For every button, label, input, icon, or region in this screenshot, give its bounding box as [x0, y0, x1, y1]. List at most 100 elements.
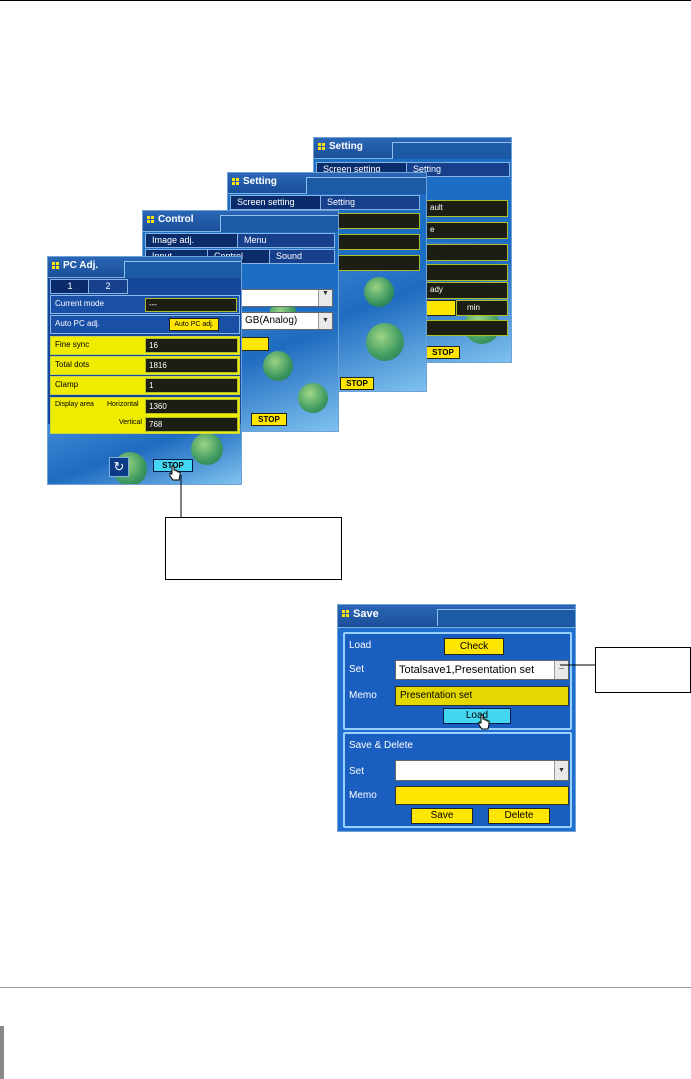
setting-row[interactable]: ault — [426, 200, 508, 217]
current-mode-value: --- — [145, 298, 237, 312]
check-button[interactable]: Check — [444, 638, 504, 655]
setting-row[interactable] — [338, 234, 420, 250]
current-mode-label: Current mode — [55, 299, 104, 308]
save-panel: Save Load Check Set Totalsave1,Presentat… — [337, 604, 576, 832]
tab-menu[interactable]: Menu — [237, 233, 335, 248]
hand-cursor-icon — [478, 714, 490, 730]
dots-icon — [318, 143, 326, 151]
min-label: min — [456, 300, 508, 316]
callout-connector — [180, 475, 182, 520]
hand-cursor-icon — [169, 465, 181, 481]
fine-sync-row: Fine sync 16 — [50, 336, 240, 355]
load-set-value: Totalsave1,Presentation set — [399, 664, 535, 676]
decor-circle — [366, 323, 404, 361]
decor-circle — [364, 277, 394, 307]
source-select[interactable]: GB(Analog) ▼ — [241, 312, 333, 330]
vertical-label: Vertical — [119, 419, 142, 426]
set-label: Set — [349, 664, 365, 675]
tab-screen-setting[interactable]: Screen setting — [230, 195, 322, 210]
load-label: Load — [349, 640, 372, 651]
top-rule — [0, 0, 691, 1]
titlebar-wave — [220, 215, 338, 232]
reset-icon[interactable]: ↻ — [109, 457, 129, 477]
current-mode-row: Current mode --- — [50, 295, 240, 314]
setting-row[interactable] — [426, 244, 508, 261]
panel-title: Save — [353, 608, 379, 620]
memo-label: Memo — [349, 790, 377, 801]
tab-setting[interactable]: Setting — [320, 195, 420, 210]
save-delete-section: Save & Delete Set ▼ Memo Save Delete — [343, 732, 572, 828]
input-select[interactable]: ▼ — [241, 289, 333, 307]
chevron-down-icon: ▼ — [318, 313, 332, 329]
total-dots-value[interactable]: 1816 — [145, 358, 238, 373]
decor-circle — [191, 433, 223, 465]
decor-circle — [298, 383, 328, 413]
tab-sound[interactable]: Sound — [269, 249, 335, 264]
total-dots-row: Total dots 1816 — [50, 356, 240, 375]
fine-sync-label: Fine sync — [55, 340, 90, 349]
setting-row[interactable]: e — [426, 222, 508, 239]
callout-box-load — [595, 647, 691, 693]
page-edge-marker — [0, 1026, 4, 1079]
titlebar-wave — [306, 177, 426, 194]
clamp-value[interactable]: 1 — [145, 378, 238, 393]
titlebar: Setting — [228, 173, 426, 194]
callout-connector — [560, 664, 595, 666]
setting-row[interactable]: ady — [426, 282, 508, 299]
delete-button[interactable]: Delete — [488, 808, 550, 824]
setting-row[interactable] — [338, 255, 420, 271]
dots-icon — [52, 262, 60, 270]
stop-button[interactable]: STOP — [340, 377, 374, 390]
horizontal-value[interactable]: 1360 — [145, 399, 238, 414]
total-dots-label: Total dots — [55, 360, 90, 369]
tab-1[interactable]: 1 — [50, 279, 90, 294]
footer-rule — [0, 987, 691, 988]
setting-row[interactable] — [426, 320, 508, 336]
load-section: Load Check Set Totalsave1,Presentation s… — [343, 632, 572, 730]
titlebar-wave — [124, 261, 241, 278]
callout-box-stop — [165, 517, 342, 580]
display-area-row: Display area Horizontal 1360 Vertical 76… — [50, 397, 240, 434]
vertical-value[interactable]: 768 — [145, 417, 238, 432]
save-delete-title: Save & Delete — [349, 740, 413, 751]
horizontal-label: Horizontal — [107, 401, 139, 408]
stop-button[interactable]: STOP — [251, 413, 287, 426]
decor-circle — [263, 351, 293, 381]
titlebar-wave — [436, 609, 575, 626]
tab-setting[interactable]: Setting — [406, 162, 510, 177]
titlebar: PC Adj. — [48, 257, 241, 278]
panel-title: Setting — [243, 176, 277, 187]
auto-pc-adj-label: Auto PC adj. — [55, 319, 100, 328]
clamp-label: Clamp — [55, 380, 79, 389]
save-memo-field[interactable] — [395, 786, 569, 805]
save-set-select[interactable]: ▼ — [395, 760, 569, 781]
load-set-select[interactable]: Totalsave1,Presentation set ─ — [395, 660, 569, 680]
tab-image-adj[interactable]: Image adj. — [145, 233, 239, 248]
stop-button[interactable]: STOP — [426, 346, 460, 359]
titlebar: Save — [338, 605, 575, 628]
titlebar: Setting — [314, 138, 511, 159]
dots-icon — [342, 610, 350, 618]
set-label: Set — [349, 766, 365, 777]
titlebar-wave — [391, 142, 511, 159]
min-value-field[interactable] — [426, 300, 456, 316]
auto-pc-adj-row: Auto PC adj. Auto PC adj. — [50, 315, 240, 334]
setting-row[interactable] — [338, 213, 420, 229]
auto-pc-adj-button[interactable]: Auto PC adj. — [169, 318, 219, 331]
memo-field[interactable]: Presentation set — [395, 686, 569, 706]
panel-title: PC Adj. — [63, 260, 99, 271]
display-area-label: Display area — [55, 401, 94, 408]
tab-2[interactable]: 2 — [88, 279, 128, 294]
chevron-down-icon: ▼ — [318, 290, 332, 306]
panel-title: Control — [158, 214, 194, 225]
save-button[interactable]: Save — [411, 808, 473, 824]
setting-row[interactable] — [426, 264, 508, 281]
pc-adj-panel: PC Adj. 1 2 Current mode --- Auto PC adj… — [47, 256, 242, 485]
memo-label: Memo — [349, 690, 377, 701]
set-button[interactable] — [241, 337, 269, 351]
chevron-down-icon: ▼ — [554, 761, 568, 780]
panel-title: Setting — [329, 141, 363, 152]
load-button[interactable]: Load — [443, 708, 511, 724]
dots-icon — [232, 178, 240, 186]
fine-sync-value[interactable]: 16 — [145, 338, 238, 353]
